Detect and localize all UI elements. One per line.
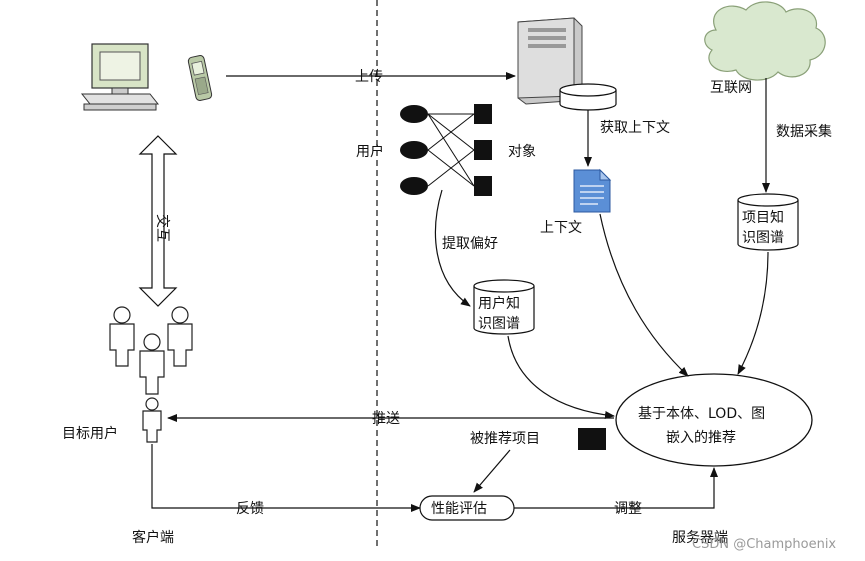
client-side-label: 客户端	[132, 529, 174, 546]
feedback-arrow	[151, 444, 421, 512]
context-to-recommendation-arrow	[599, 213, 689, 377]
target-user-icon	[142, 397, 162, 443]
object-label: 对象	[508, 144, 536, 160]
user-knowledge-graph-cylinder	[473, 279, 535, 335]
item-kg-to-recommendation-arrow	[737, 251, 769, 375]
watermark-text: CSDN @Champhoenix	[692, 537, 836, 552]
user-group-icon	[109, 306, 193, 395]
interaction-label: 交互	[154, 214, 171, 242]
target-user-label: 目标用户	[62, 425, 118, 442]
recommended-item-to-eval-arrow	[473, 449, 511, 493]
server-side-label: 服务器端	[672, 530, 728, 546]
recommended-item-label: 被推荐项目	[470, 431, 540, 447]
user-kg-to-recommendation-arrow	[507, 335, 615, 419]
object-node	[474, 176, 492, 196]
context-label: 上下文	[540, 220, 582, 236]
recommendation-label-line1: 基于本体、LOD、图	[638, 405, 765, 422]
mobile-phone-icon	[187, 55, 213, 101]
recommendation-engine-ellipse	[615, 373, 813, 467]
extract-preference-label: 提取偏好	[442, 236, 498, 252]
user-node	[400, 141, 428, 159]
object-node	[474, 104, 492, 124]
interaction-double-arrow	[138, 135, 178, 307]
internet-cloud-icon	[704, 1, 826, 81]
user-label: 用户	[356, 143, 384, 160]
extract-preference-arrow	[434, 189, 471, 307]
user-node	[400, 105, 428, 123]
user-kg-label-line2: 识图谱	[478, 316, 520, 332]
item-kg-label-line2: 识图谱	[742, 230, 784, 246]
push-label: 推送	[372, 411, 400, 427]
context-database-cylinder	[559, 83, 617, 111]
user-kg-label-line1: 用户知	[478, 295, 520, 312]
desktop-computer-icon	[80, 43, 160, 111]
internet-label: 互联网	[710, 80, 752, 96]
performance-eval-label: 性能评估	[431, 501, 487, 517]
feedback-label: 反馈	[236, 501, 264, 517]
adjust-arrow	[514, 467, 718, 509]
get-context-label: 获取上下文	[600, 120, 670, 136]
user-object-bipartite-graph	[400, 104, 492, 196]
upload-label: 上传	[355, 69, 383, 85]
data-collection-label: 数据采集	[776, 123, 832, 140]
recommendation-label-line2: 嵌入的推荐	[666, 430, 736, 446]
item-knowledge-graph-cylinder	[737, 193, 799, 251]
user-node	[400, 177, 428, 195]
recommended-item-node	[578, 428, 606, 450]
item-kg-label-line1: 项目知	[742, 209, 784, 226]
adjust-label: 调整	[614, 501, 642, 517]
document-icon	[573, 168, 612, 213]
object-node	[474, 140, 492, 160]
